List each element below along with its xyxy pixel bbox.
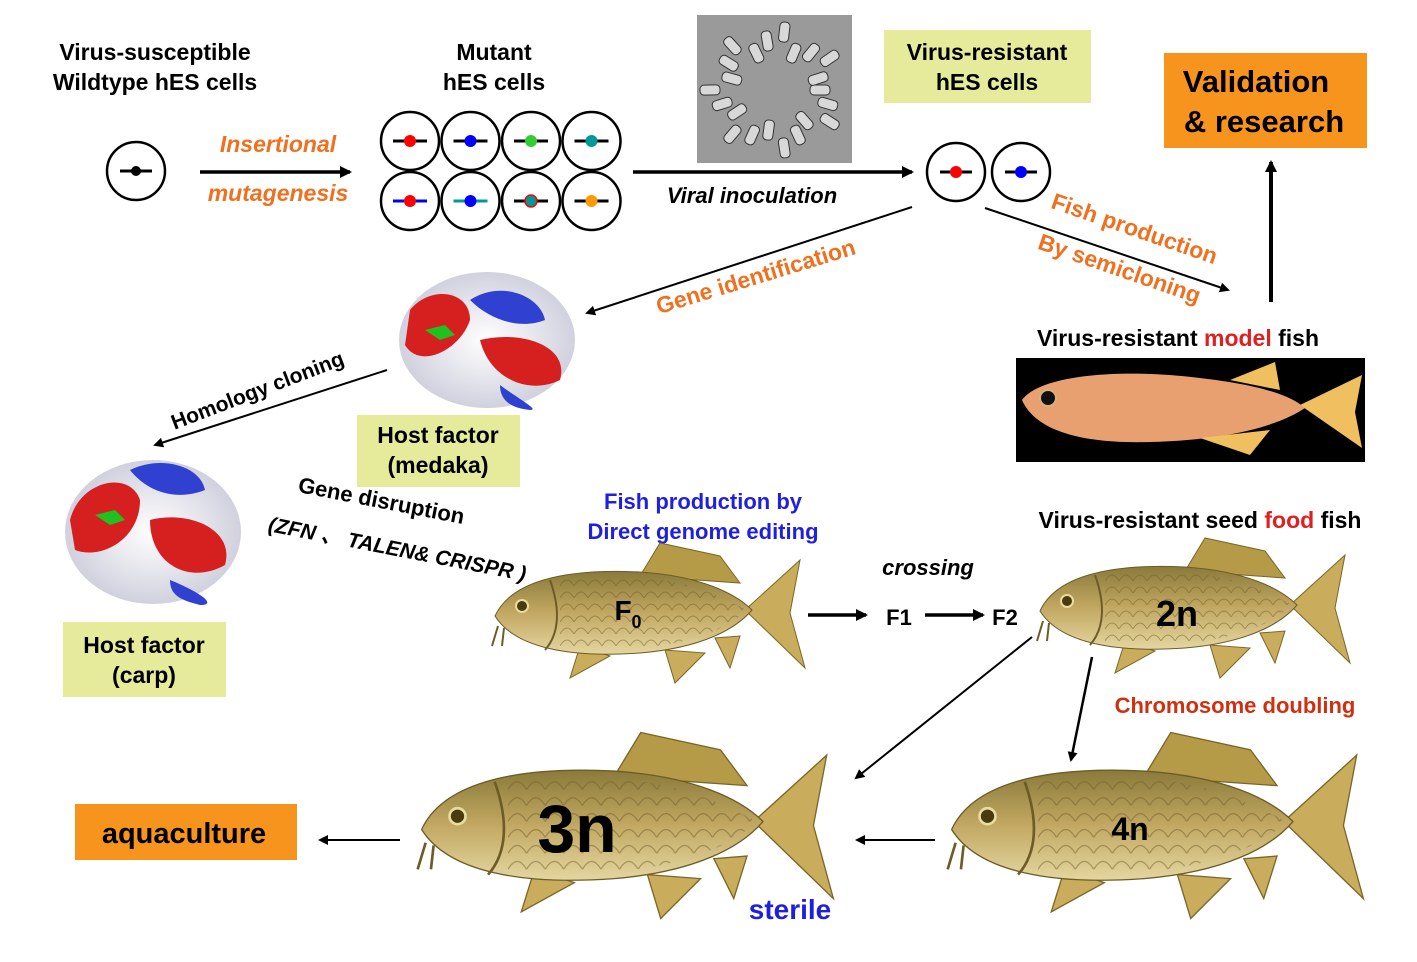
arrow-homology-cloning [153, 369, 388, 448]
virion [801, 42, 821, 63]
protein-structure-medaka [399, 272, 575, 410]
gene-identification-label: Gene identification [653, 234, 859, 319]
medaka-fish-photo [1016, 358, 1365, 462]
f0-letter: F [614, 595, 631, 626]
model-fish-prefix: Virus-resistant [1037, 325, 1204, 351]
resistant-cells [925, 141, 1052, 203]
virion [748, 42, 765, 64]
direct-editing-line2: Direct genome editing [587, 519, 818, 544]
protein-structure-carp [65, 460, 241, 605]
arrow-gene-identification [585, 206, 913, 316]
virion [795, 110, 814, 131]
mutant-cell [500, 110, 562, 172]
label-2n: 2n [1156, 593, 1198, 634]
wildtype-title-line1: Virus-susceptible [59, 39, 250, 65]
f1-label: F1 [886, 605, 912, 630]
carp-f0 [491, 542, 806, 684]
crossing-label: crossing [882, 555, 974, 580]
mutant-cell [440, 110, 501, 172]
aquaculture-box [75, 804, 297, 860]
validation-box [1164, 53, 1367, 148]
virion [711, 96, 733, 112]
host-carp-line2: (carp) [112, 662, 176, 688]
virion [718, 54, 739, 72]
wildtype-cell [105, 140, 167, 202]
virion [699, 84, 721, 96]
chromosome-doubling-label: Chromosome doubling [1115, 693, 1356, 718]
arrow-fish-production [984, 207, 1230, 293]
direct-editing-line1: Fish production by [604, 489, 803, 514]
f0-label: F0 [614, 595, 641, 632]
mutagenesis-label: mutagenesis [208, 180, 349, 206]
mutant-title-line1: Mutant [456, 39, 532, 65]
label-3n: 3n [537, 791, 616, 867]
virion [727, 103, 748, 121]
host-medaka-line1: Host factor [377, 422, 498, 448]
virion [723, 124, 742, 144]
virus-micrograph [697, 15, 852, 163]
virion [721, 71, 743, 86]
model-fish-highlight: model [1204, 325, 1272, 351]
virion [778, 21, 791, 43]
aquaculture-label: aquaculture [102, 818, 266, 850]
host-medaka-line2: (medaka) [388, 452, 489, 478]
virion [777, 137, 791, 159]
seed-fish-title: Virus-resistant seed food fish [1039, 507, 1362, 533]
virion [809, 84, 831, 96]
model-fish-title: Virus-resistant model fish [1037, 325, 1319, 351]
arrow-2n-4n [1067, 656, 1094, 762]
seed-fish-suffix: fish [1314, 507, 1361, 533]
mutant-cell [561, 110, 622, 172]
virion [817, 96, 839, 112]
label-4n: 4n [1111, 811, 1148, 847]
seed-fish-highlight: food [1264, 507, 1314, 533]
virion [819, 49, 840, 68]
mutant-title-line2: hES cells [443, 69, 545, 95]
virion [807, 71, 829, 86]
virion [723, 36, 742, 56]
resistant-title-line2: hES cells [936, 69, 1038, 95]
model-fish-suffix: fish [1272, 325, 1319, 351]
resistant-box [884, 30, 1091, 103]
host-carp-line1: Host factor [83, 632, 204, 658]
mutant-cell [440, 170, 501, 232]
viral-inoculation-label: Viral inoculation [667, 183, 837, 208]
sterile-label: sterile [749, 894, 832, 925]
mutant-cell [379, 110, 441, 172]
mutant-cell [500, 170, 562, 232]
f0-subscript: 0 [632, 612, 642, 632]
insertional-label: Insertional [220, 131, 337, 157]
carp-4n [946, 731, 1365, 920]
virion [789, 124, 806, 146]
virion [819, 113, 840, 131]
mutant-cell [561, 170, 622, 232]
virion [760, 30, 774, 52]
virion [744, 124, 761, 146]
carp-3n [416, 731, 835, 920]
resistant-title-line1: Virus-resistant [907, 39, 1068, 65]
validation-line1: Validation [1183, 64, 1329, 99]
validation-line2: & research [1184, 104, 1344, 139]
f2-label: F2 [992, 605, 1018, 630]
host-factor-carp-box [63, 622, 226, 697]
host-factor-medaka-box [357, 415, 520, 487]
mutant-cell [379, 170, 441, 232]
seed-fish-prefix: Virus-resistant seed [1039, 507, 1265, 533]
mutant-cell-grid [379, 110, 622, 232]
methods-label: (ZFN 、 TALEN& CRISPR ) [266, 513, 528, 586]
wildtype-title-line2: Wildtype hES cells [53, 69, 257, 95]
virion [762, 119, 775, 141]
arrow-2n-3n [854, 636, 1033, 780]
virion [785, 42, 802, 64]
